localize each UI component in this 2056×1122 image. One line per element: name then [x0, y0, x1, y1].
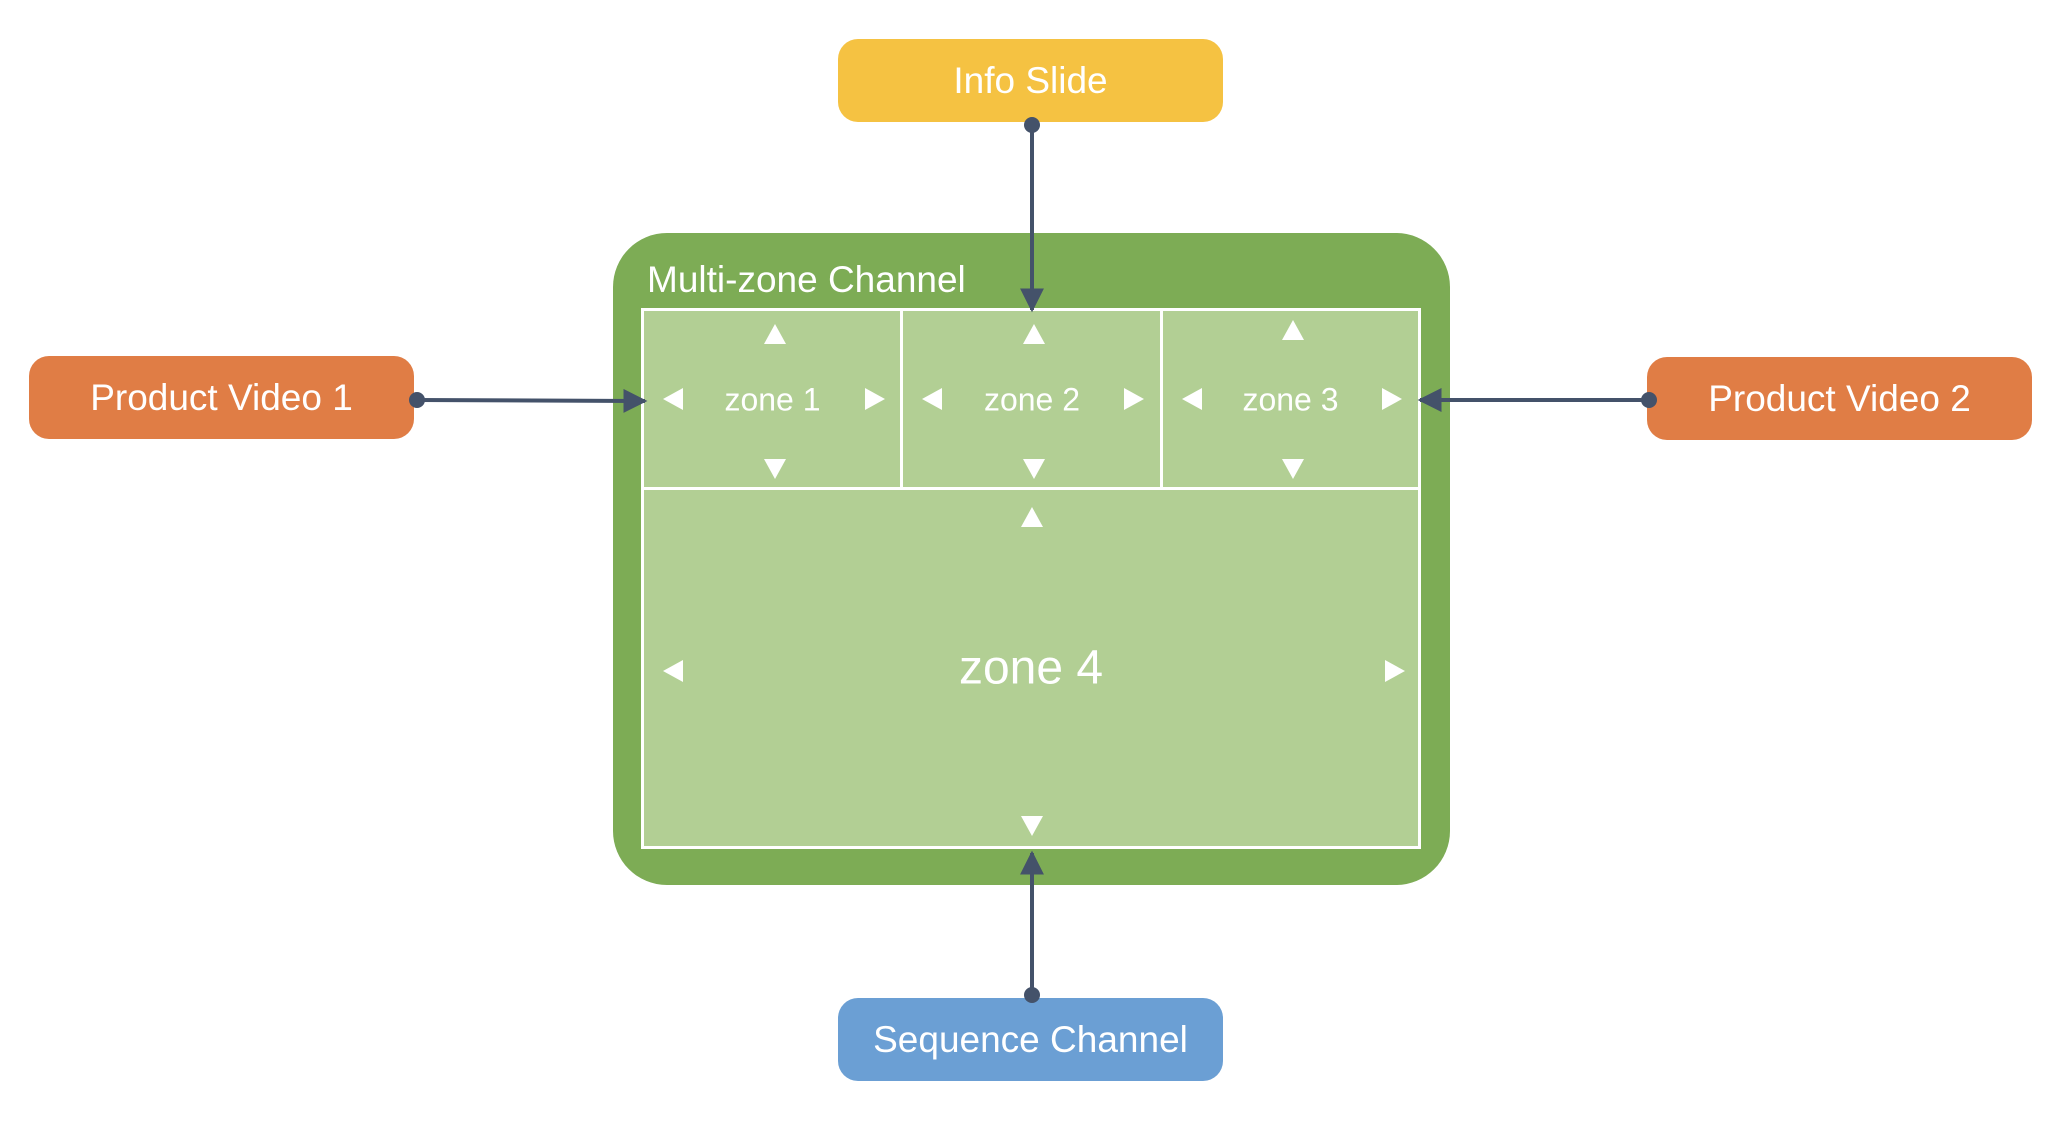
dot-icon — [1641, 392, 1657, 408]
resize-down-icon[interactable] — [1023, 459, 1045, 479]
resize-right-icon[interactable] — [1124, 388, 1144, 410]
zone-label: zone 4 — [958, 641, 1104, 695]
product-video-1-node[interactable]: Product Video 1 — [29, 356, 414, 439]
product-video-2-node[interactable]: Product Video 2 — [1647, 357, 2032, 440]
connector-pv2-to-zone-3[interactable] — [1417, 388, 1657, 412]
resize-left-icon[interactable] — [663, 660, 683, 682]
info-slide-node[interactable]: Info Slide — [838, 39, 1223, 122]
resize-left-icon[interactable] — [663, 388, 683, 410]
resize-down-icon[interactable] — [1021, 816, 1043, 836]
connector-info-to-zone-2[interactable] — [1020, 117, 1044, 313]
channel-title: Multi-zone Channel — [647, 259, 966, 300]
dot-icon — [409, 392, 425, 408]
connector-sequence-to-zone-4[interactable] — [1020, 850, 1044, 1003]
zone-label: zone 1 — [724, 381, 821, 417]
zone-label: zone 3 — [1242, 381, 1339, 417]
resize-up-icon[interactable] — [1021, 507, 1043, 527]
resize-right-icon[interactable] — [1385, 660, 1405, 682]
zone-label: zone 2 — [983, 381, 1081, 417]
resize-up-icon[interactable] — [1282, 320, 1304, 340]
resize-right-icon[interactable] — [1382, 388, 1402, 410]
dot-icon — [1024, 117, 1040, 133]
resize-down-icon[interactable] — [764, 459, 786, 479]
resize-up-icon[interactable] — [1023, 324, 1045, 344]
resize-down-icon[interactable] — [1282, 459, 1304, 479]
zone-4[interactable]: zone 4 — [641, 487, 1421, 849]
resize-right-icon[interactable] — [865, 388, 885, 410]
sequence-channel-node[interactable]: Sequence Channel — [838, 998, 1223, 1081]
dot-icon — [1024, 987, 1040, 1003]
resize-left-icon[interactable] — [922, 388, 942, 410]
resize-up-icon[interactable] — [764, 324, 786, 344]
resize-left-icon[interactable] — [1182, 388, 1202, 410]
connector-pv1-to-zone-1[interactable] — [409, 388, 648, 413]
